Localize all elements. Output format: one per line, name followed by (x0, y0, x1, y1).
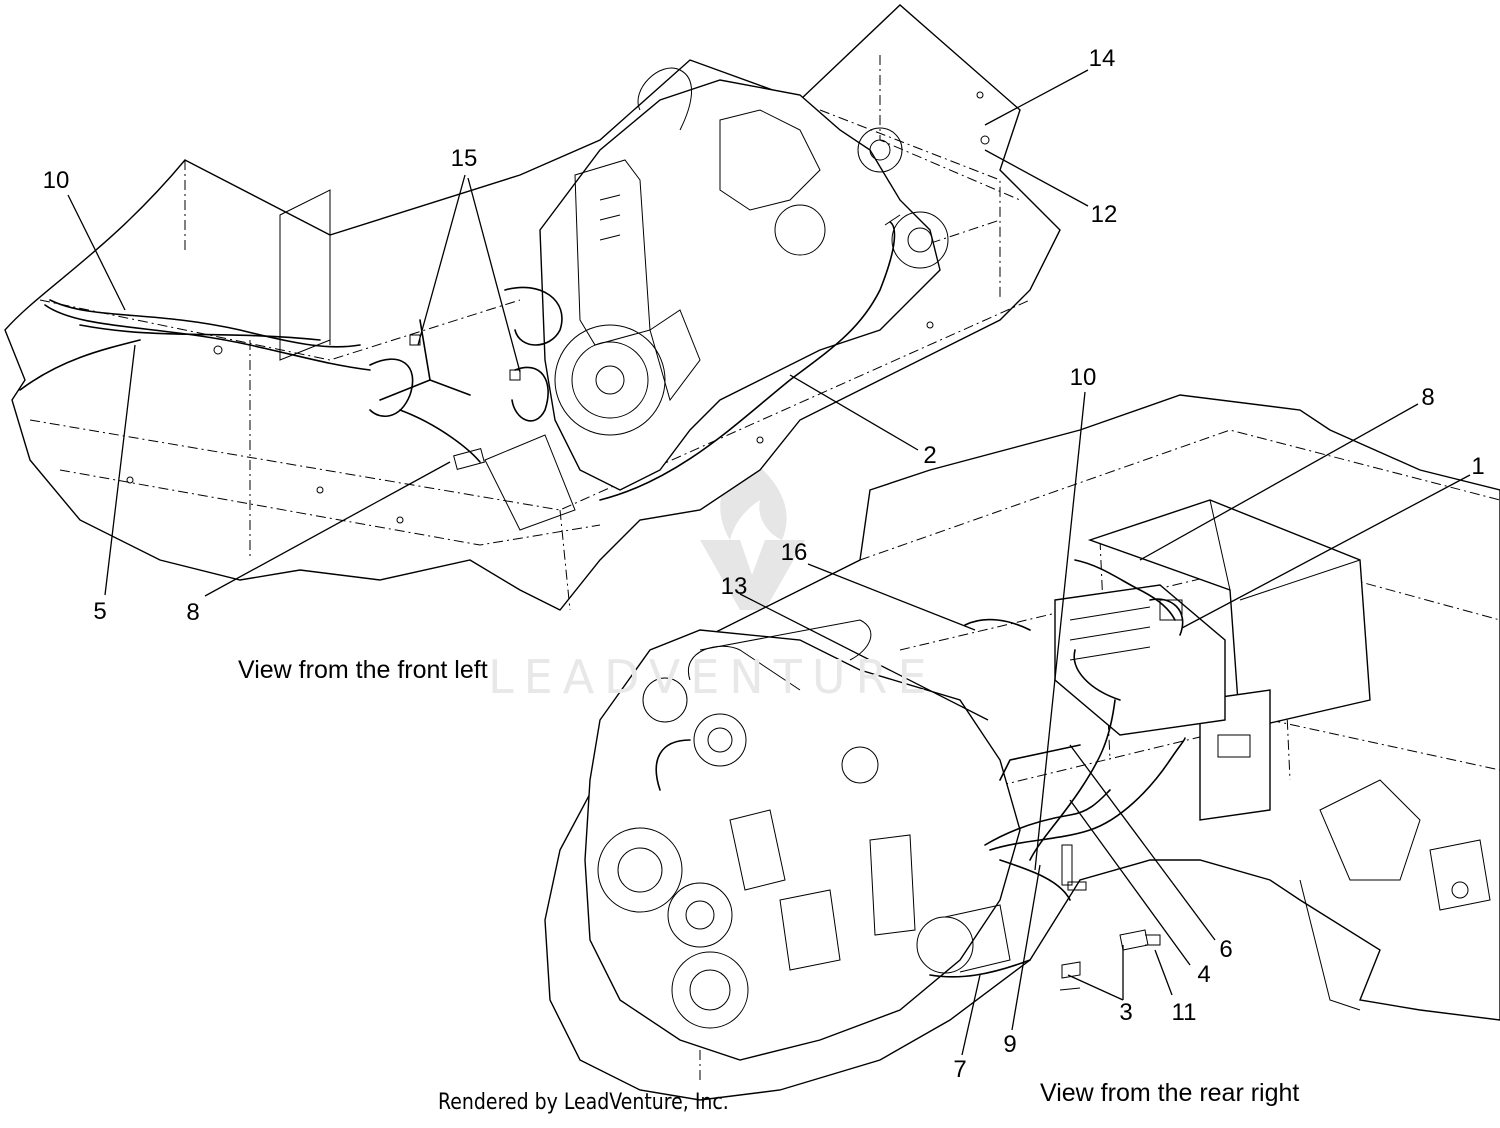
callout-13: 13 (721, 573, 748, 600)
callout-9: 9 (1003, 1031, 1016, 1058)
callout-3: 3 (1119, 999, 1132, 1026)
rear-right-view: 10 8 1 16 13 6 4 3 11 9 7 (544, 364, 1500, 1101)
watermark-text: LEADVENTURE (488, 650, 937, 704)
caption-front-left: View from the front left (238, 656, 488, 684)
caption-rear-right: View from the rear right (1040, 1079, 1300, 1107)
callout-1: 1 (1471, 453, 1484, 480)
callout-2: 2 (923, 442, 936, 469)
callout-7: 7 (953, 1056, 966, 1083)
callout-6: 6 (1219, 936, 1232, 963)
callout-14: 14 (1089, 45, 1116, 72)
callout-10-rear: 10 (1070, 364, 1097, 391)
callout-15: 15 (451, 145, 478, 172)
callout-11: 11 (1172, 999, 1197, 1026)
callout-10-front: 10 (43, 167, 70, 194)
credit-text: Rendered by LeadVenture, Inc. (438, 1090, 729, 1115)
callout-4: 4 (1197, 961, 1210, 988)
callout-12: 12 (1091, 201, 1118, 228)
callout-8-rear: 8 (1421, 384, 1434, 411)
front-left-view: 10 15 14 12 2 5 8 (4, 4, 1118, 626)
callout-8-front: 8 (186, 599, 199, 626)
callout-16: 16 (781, 539, 808, 566)
callout-5: 5 (93, 598, 106, 625)
